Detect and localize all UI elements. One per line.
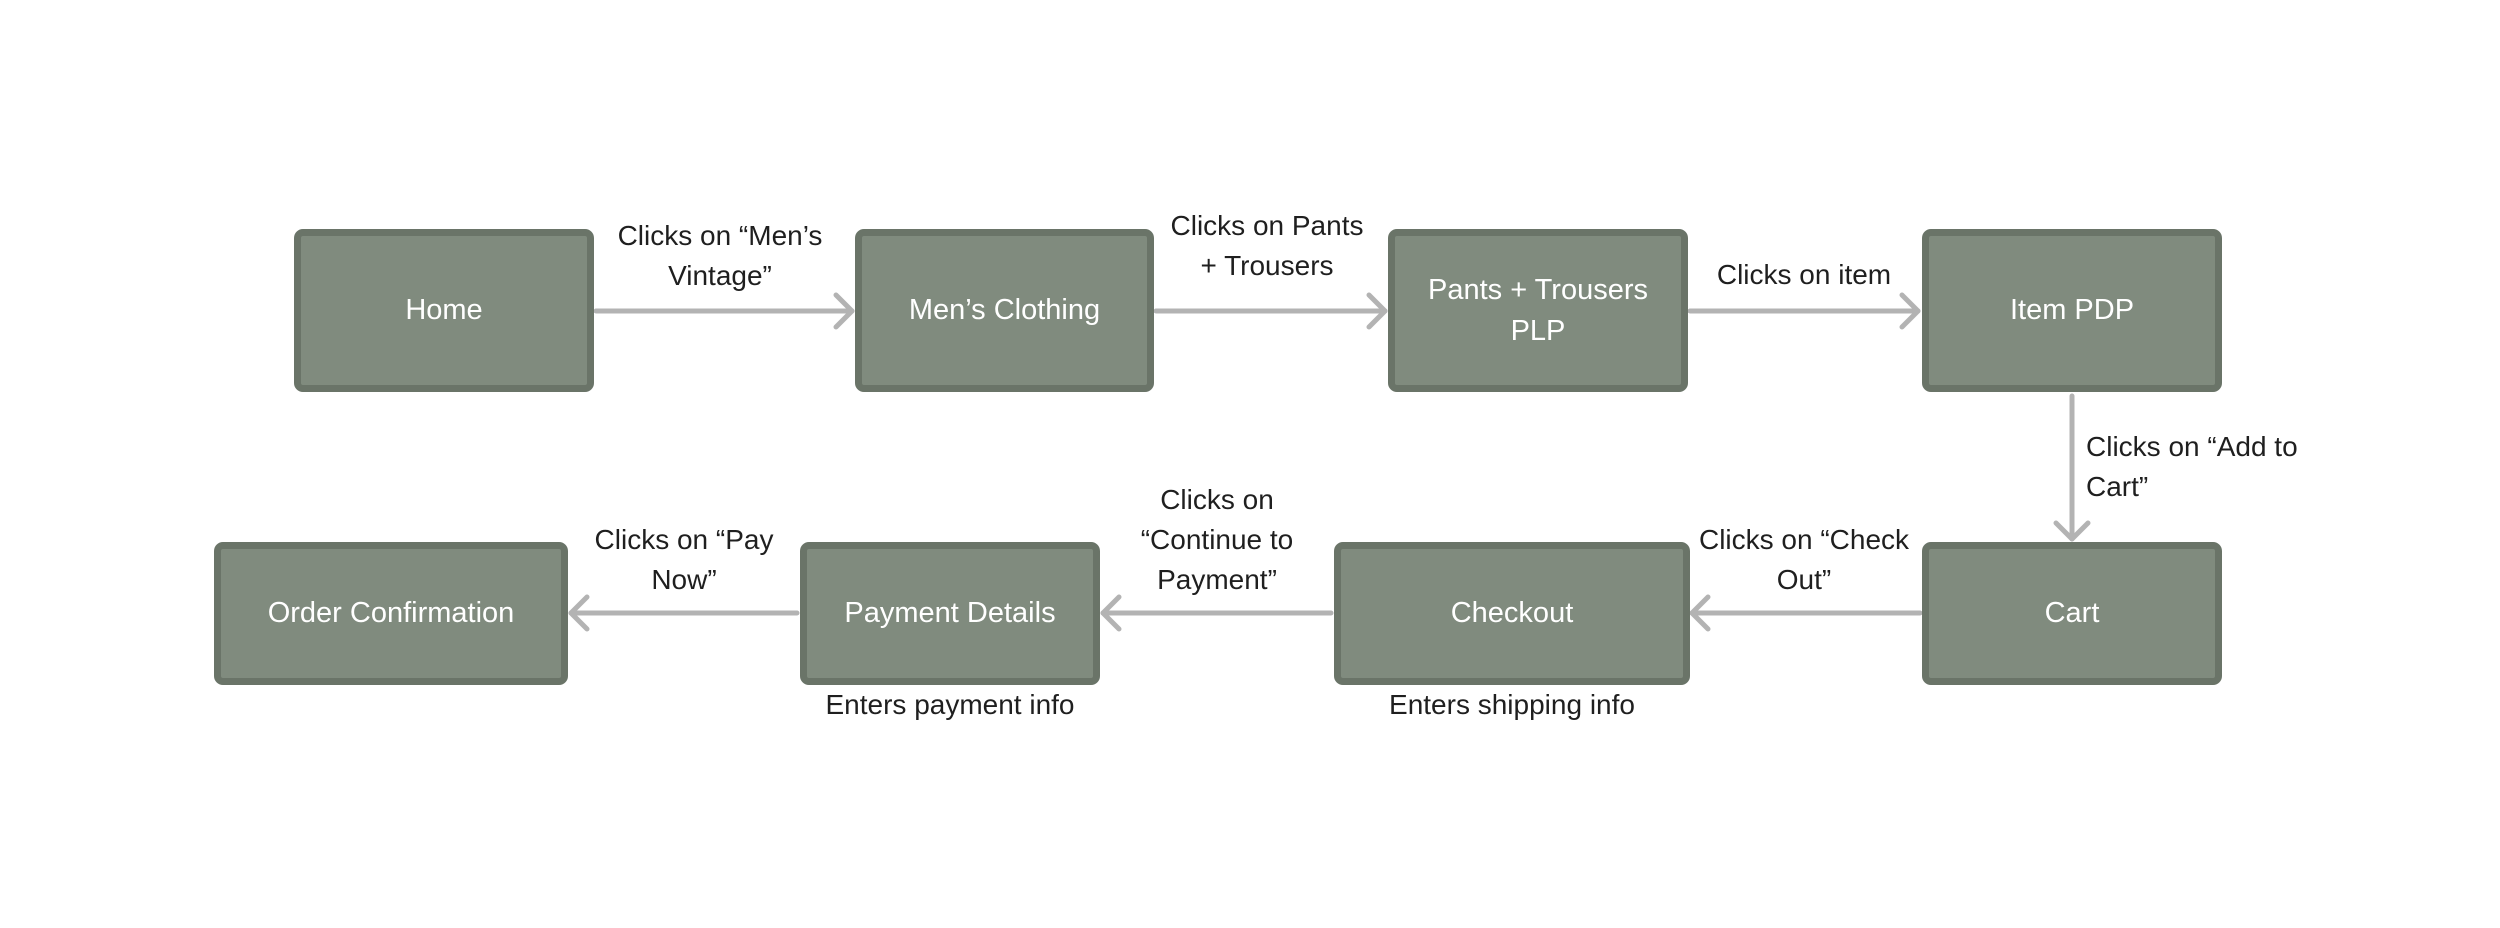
edge-label-line: Clicks on Pants [1170, 210, 1364, 241]
arrow-mens-clothing-to-pants-plp [1153, 292, 1388, 330]
edge-label-cart-to-checkout: Clicks on “Check Out” [1688, 520, 1920, 600]
note-checkout: Enters shipping info [1389, 689, 1635, 720]
edge-label-checkout-to-payment: Clicks on “Continue to Payment” [1103, 480, 1331, 599]
edge-label-line: Clicks on “Check [1698, 524, 1910, 555]
node-checkout: Checkout [1334, 542, 1690, 685]
edge-label-line: Clicks on [1160, 484, 1274, 515]
node-payment-details: Payment Details [800, 542, 1100, 685]
edge-label-payment-to-confirmation: Clicks on “Pay Now” [570, 520, 798, 600]
edge-label-line: Payment” [1157, 563, 1277, 595]
note-payment-details: Enters payment info [825, 689, 1075, 720]
edge-label-mens-to-pants: Clicks on Pants + Trousers [1150, 206, 1384, 286]
edge-label-line: Now” [651, 563, 717, 595]
edge-label-line: Vintage” [668, 259, 772, 291]
edge-label-line: Clicks on “Men’s [617, 220, 823, 251]
edge-label-pants-to-item: Clicks on item [1690, 255, 1918, 295]
arrow-payment-details-to-order-confirmation [568, 594, 800, 632]
node-order-confirmation: Order Confirmation [214, 542, 568, 685]
node-item-pdp: Item PDP [1922, 229, 2222, 392]
node-cart: Cart [1922, 542, 2222, 685]
arrow-item-pdp-to-cart [2053, 393, 2091, 542]
arrow-pants-plp-to-item-pdp [1687, 292, 1921, 330]
edge-label-line: Out” [1776, 563, 1832, 595]
edge-label-line: + Trousers [1200, 249, 1334, 281]
edge-label-line: “Continue to [1140, 523, 1294, 555]
edge-label-home-to-mens-clothing: Clicks on “Men’s Vintage” [600, 216, 840, 296]
arrow-home-to-mens-clothing [593, 292, 855, 330]
node-mens-clothing: Men’s Clothing [855, 229, 1154, 392]
edge-label-item-to-cart: Clicks on “Add to Cart” [2086, 427, 2336, 507]
arrow-cart-to-checkout [1689, 594, 1923, 632]
edge-label-line: Clicks on “Pay [594, 524, 774, 555]
edge-label-line: Cart” [2086, 470, 2149, 502]
edge-label-line: Clicks on “Add to [2086, 431, 2298, 462]
node-pants-trousers-plp: Pants + Trousers PLP [1388, 229, 1688, 392]
edge-label-line: Clicks on item [1716, 259, 1892, 290]
arrow-checkout-to-payment-details [1100, 594, 1334, 632]
node-home: Home [294, 229, 594, 392]
